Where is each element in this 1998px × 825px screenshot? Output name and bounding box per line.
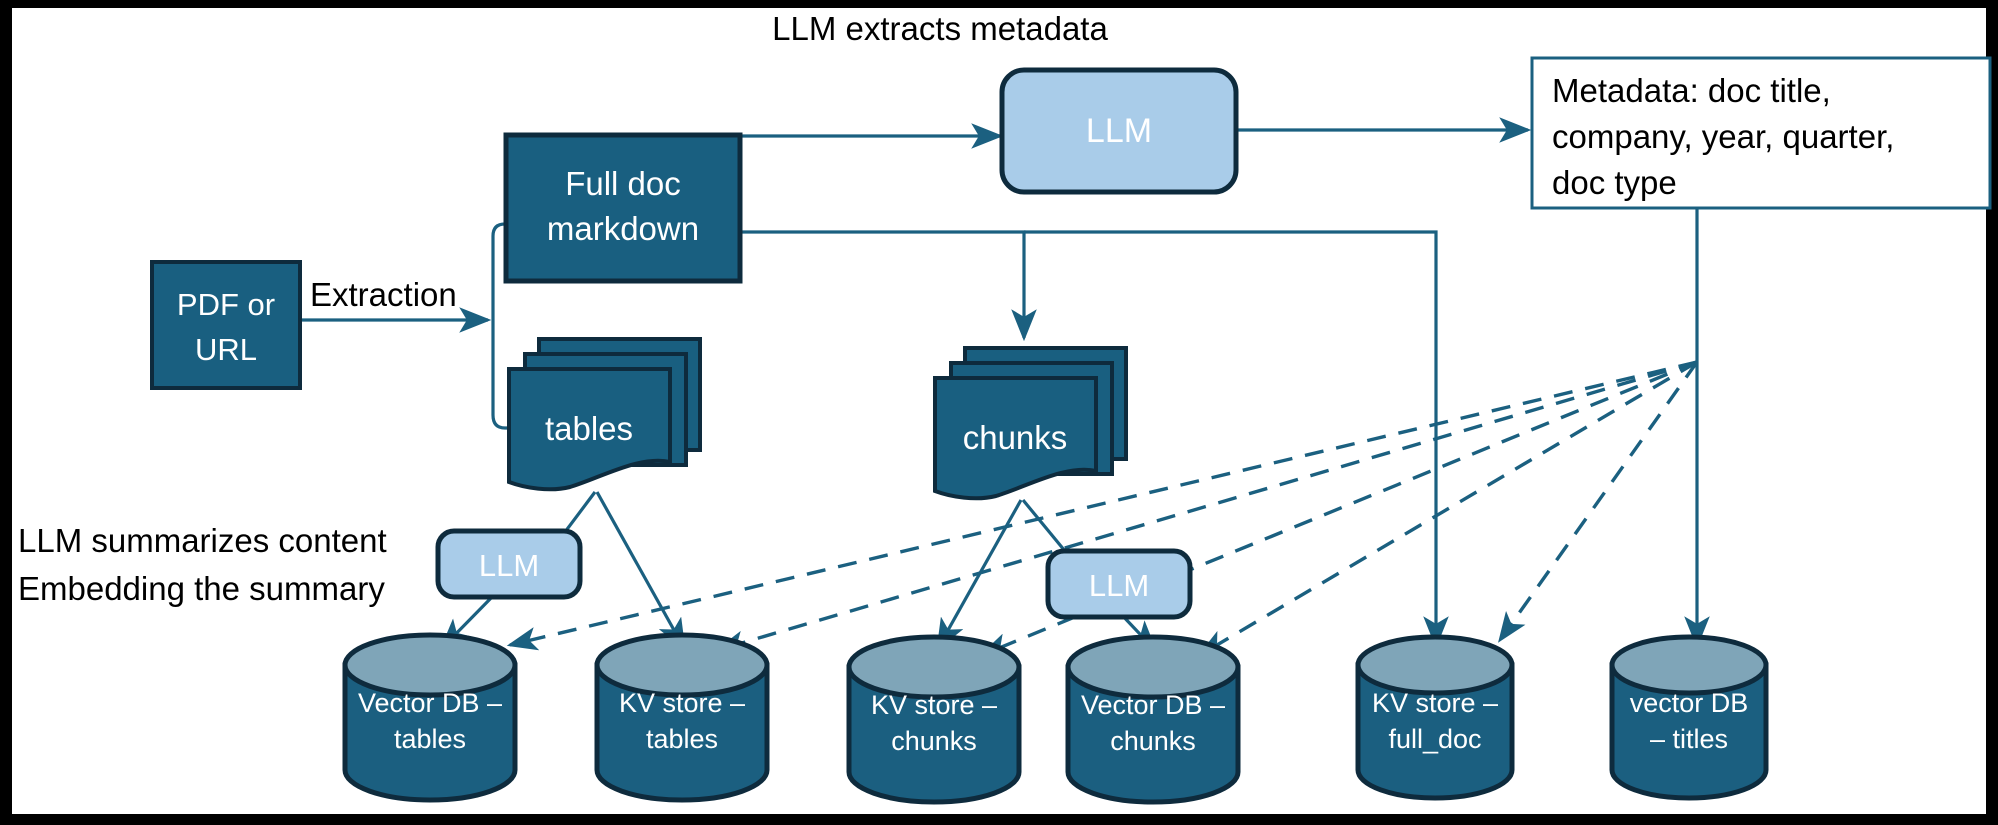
store-body[interactable] bbox=[1609, 662, 1769, 801]
store-vector-db-chunks[interactable]: Vector DB – chunks bbox=[1065, 634, 1241, 805]
llm-tables-box[interactable] bbox=[435, 528, 583, 600]
store-label-line1: KV store – bbox=[1372, 688, 1498, 718]
full-doc-box[interactable] bbox=[503, 132, 743, 284]
connector-tables-to-kv-tables bbox=[595, 491, 686, 651]
connector-group bbox=[300, 117, 1710, 653]
dashed-to-vectordb-tables bbox=[506, 360, 1698, 651]
store-label-line1: Vector DB – bbox=[358, 688, 502, 718]
summarize-caption-line1: LLM summarizes content bbox=[18, 522, 387, 559]
full-doc-label-line2: markdown bbox=[547, 210, 699, 247]
connector-fulldoc-to-kvfulldoc bbox=[1024, 230, 1449, 649]
store-label-line1: KV store – bbox=[619, 688, 745, 718]
chunks-label: chunks bbox=[963, 419, 1068, 456]
llm-metadata-box[interactable] bbox=[999, 67, 1239, 195]
store-kv-store-chunks[interactable]: KV store – chunks bbox=[846, 634, 1022, 805]
store-top bbox=[594, 632, 770, 698]
store-body[interactable] bbox=[594, 662, 770, 803]
metadata-line2: company, year, quarter, bbox=[1552, 118, 1894, 155]
store-body[interactable] bbox=[1065, 664, 1241, 805]
dashed-to-kv-tables bbox=[714, 360, 1698, 654]
node-tables-stack[interactable]: tables bbox=[507, 337, 702, 492]
node-full-doc-markdown[interactable]: Full doc markdown bbox=[503, 132, 743, 284]
source-box[interactable] bbox=[150, 260, 302, 390]
metadata-box[interactable] bbox=[1530, 56, 1992, 210]
node-metadata-output[interactable]: Metadata: doc title, company, year, quar… bbox=[1530, 56, 1992, 210]
metadata-fanout-group bbox=[506, 360, 1699, 657]
store-vector-db-titles[interactable]: vector DB – titles bbox=[1609, 634, 1769, 801]
connector-fulldoc-to-chunks bbox=[740, 230, 1037, 342]
store-label-line2: tables bbox=[394, 724, 466, 754]
connector-split-to-tables bbox=[491, 320, 520, 430]
tables-label: tables bbox=[545, 410, 633, 447]
node-llm-chunks[interactable]: LLM bbox=[1045, 548, 1193, 620]
llm-tables-label: LLM bbox=[479, 548, 539, 583]
store-label-line1: KV store – bbox=[871, 690, 997, 720]
llm-chunks-label: LLM bbox=[1089, 568, 1149, 603]
node-source-document[interactable]: PDF or URL bbox=[150, 260, 302, 390]
metadata-line3: doc type bbox=[1552, 164, 1677, 201]
llm-chunks-box[interactable] bbox=[1045, 548, 1193, 620]
store-label-line1: Vector DB – bbox=[1081, 690, 1225, 720]
store-top bbox=[342, 632, 518, 698]
node-llm-metadata[interactable]: LLM bbox=[999, 67, 1239, 195]
store-body[interactable] bbox=[846, 664, 1022, 805]
store-label-line2: chunks bbox=[891, 726, 977, 756]
top-caption: LLM extracts metadata bbox=[772, 10, 1108, 47]
node-chunks-stack[interactable]: chunks bbox=[933, 346, 1128, 501]
store-label-line2: full_doc bbox=[1388, 724, 1481, 754]
chunks-sheet-front[interactable] bbox=[933, 376, 1098, 501]
store-top bbox=[1355, 634, 1515, 696]
store-label-line2: – titles bbox=[1650, 724, 1728, 754]
source-label-line1: PDF or bbox=[177, 287, 275, 322]
dashed-to-kv-full-doc bbox=[1498, 361, 1699, 643]
store-label-line2: chunks bbox=[1110, 726, 1196, 756]
store-body[interactable] bbox=[1355, 662, 1515, 801]
llm-metadata-label: LLM bbox=[1086, 112, 1152, 150]
dashed-to-vectordb-chunks bbox=[1197, 360, 1698, 657]
store-label-line2: tables bbox=[646, 724, 718, 754]
full-doc-label-line1: Full doc bbox=[565, 165, 681, 202]
store-top bbox=[846, 634, 1022, 700]
metadata-line1: Metadata: doc title, bbox=[1552, 72, 1831, 109]
source-label-line2: URL bbox=[195, 332, 257, 367]
extraction-label: Extraction bbox=[310, 276, 457, 313]
store-vector-db-tables[interactable]: Vector DB – tables bbox=[342, 632, 518, 803]
store-label-line1: vector DB bbox=[1630, 688, 1749, 718]
summarize-caption-line2: Embedding the summary bbox=[18, 570, 385, 607]
store-kv-store-full-doc[interactable]: KV store – full_doc bbox=[1355, 634, 1515, 801]
store-top bbox=[1609, 634, 1769, 696]
store-kv-store-tables[interactable]: KV store – tables bbox=[594, 632, 770, 803]
store-top bbox=[1065, 634, 1241, 700]
node-llm-tables[interactable]: LLM bbox=[435, 528, 583, 600]
store-body[interactable] bbox=[342, 662, 518, 803]
tables-sheet-front[interactable] bbox=[507, 367, 672, 492]
